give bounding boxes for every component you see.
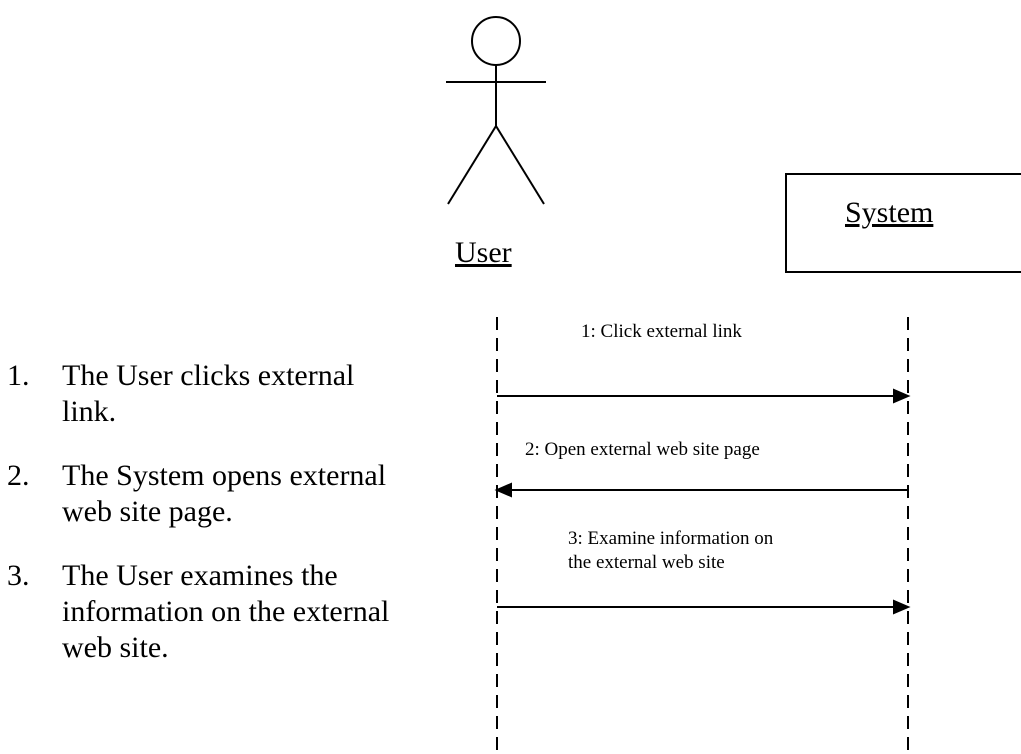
message-arrow-2: [494, 482, 908, 498]
message-arrow-head: [893, 388, 911, 404]
message-label-3: 3: Examine information on the external w…: [568, 528, 774, 573]
message-arrow-head: [893, 599, 911, 615]
system-label: System: [845, 196, 934, 229]
step-list: 1. The User clicks external link. 2. The…: [0, 358, 460, 694]
user-actor-icon: [446, 16, 546, 205]
message-label-1: 1: Click external link: [581, 321, 742, 342]
user-label: User: [455, 236, 512, 269]
step-item: 2. The System opens external web site pa…: [0, 458, 460, 530]
step-number: 2.: [7, 459, 30, 492]
step-item: 1. The User clicks external link.: [0, 358, 460, 430]
message-arrow-1: [497, 388, 911, 404]
step-text: The System opens external web site page.: [62, 459, 387, 528]
step-text: The User clicks external link.: [62, 359, 355, 428]
system-object-box: [785, 173, 1021, 273]
step-item: 3. The User examines the information on …: [0, 558, 460, 666]
message-arrow-head: [494, 482, 512, 498]
message-label-2: 2: Open external web site page: [525, 439, 760, 460]
step-text: The User examines the information on the…: [62, 559, 390, 664]
step-number: 3.: [7, 559, 30, 592]
step-number: 1.: [7, 359, 30, 392]
message-arrow-3: [497, 599, 911, 615]
